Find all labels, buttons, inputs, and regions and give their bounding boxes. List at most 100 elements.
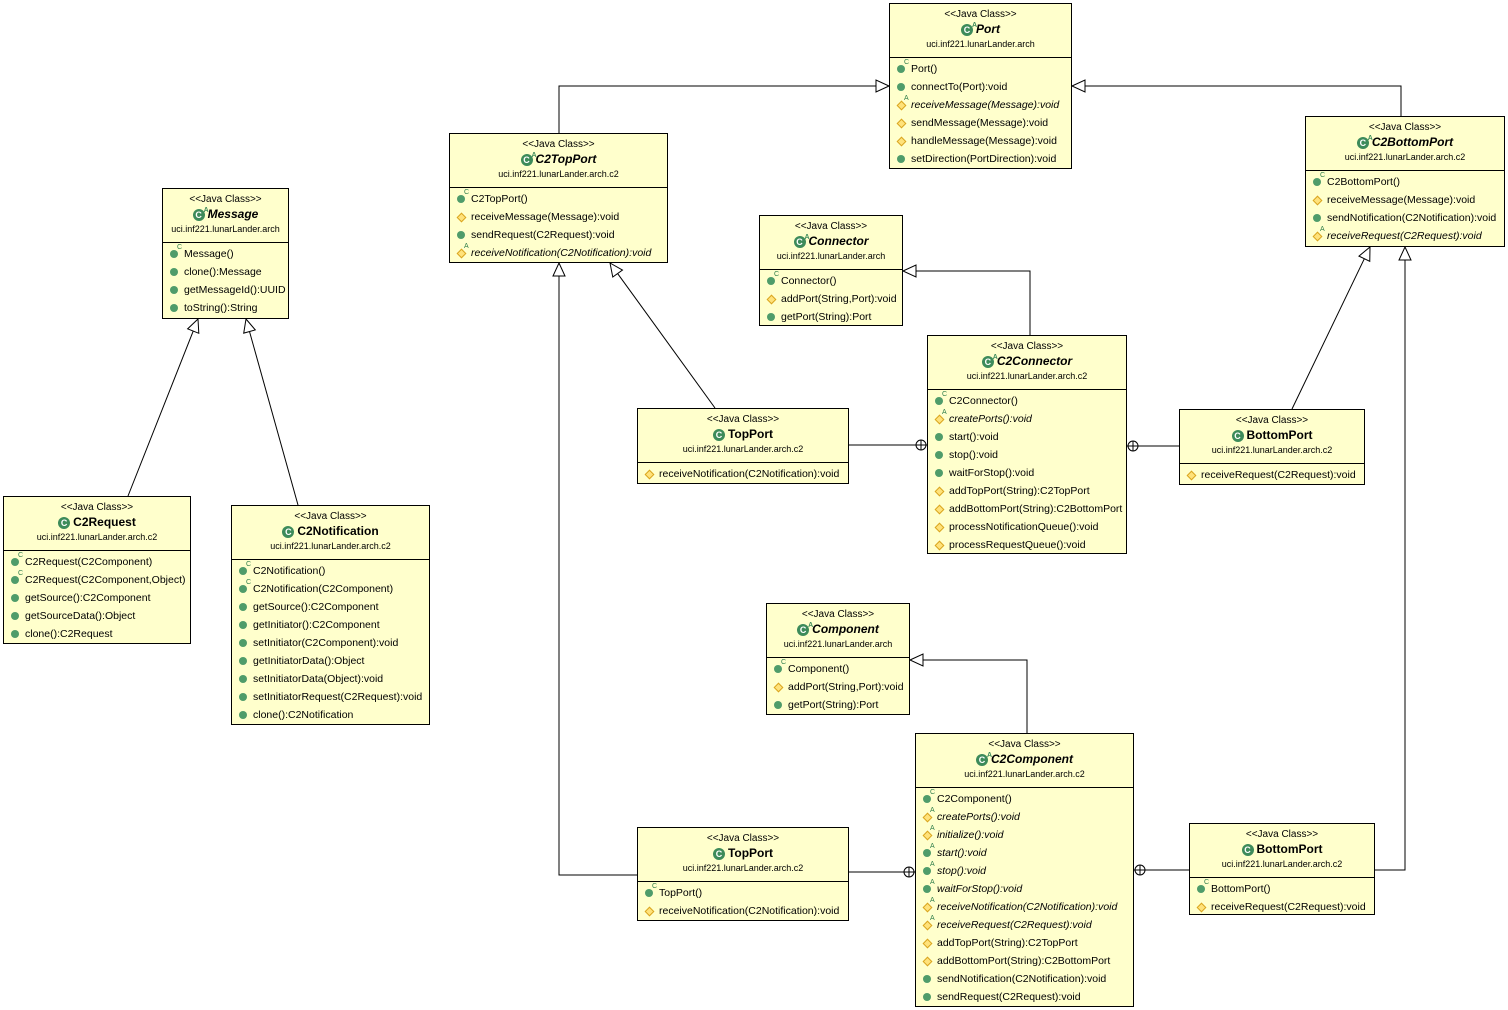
protected-method-icon: [1313, 196, 1321, 204]
generalization-arrowhead-icon: [901, 264, 917, 278]
method-item[interactable]: processNotificationQueue():void: [928, 518, 1126, 536]
public-method-icon: [239, 621, 247, 629]
method-item[interactable]: getMessageId():UUID: [163, 281, 288, 299]
method-item[interactable]: receiveNotification(C2Notification):void: [638, 902, 848, 920]
method-item[interactable]: addTopPort(String):C2TopPort: [916, 934, 1133, 952]
constructor-icon: C: [645, 883, 657, 897]
method-item[interactable]: receiveRequest(C2Request):void: [1190, 898, 1374, 916]
method-item[interactable]: addPort(String,Port):void: [767, 678, 909, 696]
protected-method-icon: [457, 213, 465, 221]
method-item[interactable]: getInitiatorData():Object: [232, 652, 429, 670]
method-item[interactable]: toString():String: [163, 299, 288, 317]
method-item[interactable]: addBottomPort(String):C2BottomPort: [928, 500, 1126, 518]
method-item[interactable]: clone():C2Request: [4, 625, 190, 643]
method-item[interactable]: addTopPort(String):C2TopPort: [928, 482, 1126, 500]
method-item[interactable]: getSourceData():Object: [4, 607, 190, 625]
method-item[interactable]: handleMessage(Message):void: [890, 132, 1071, 150]
method-item[interactable]: start():void: [928, 428, 1126, 446]
package-name: uci.inf221.lunarLander.arch.c2: [1344, 152, 1466, 162]
method-item[interactable]: getSource():C2Component: [4, 589, 190, 607]
method-item[interactable]: addPort(String,Port):void: [760, 290, 902, 308]
method-item[interactable]: setInitiatorData(Object):void: [232, 670, 429, 688]
method-item[interactable]: getSource():C2Component: [232, 598, 429, 616]
class-icon: C: [712, 428, 725, 441]
method-item[interactable]: sendRequest(C2Request):void: [916, 988, 1133, 1006]
generalization-arrowhead-icon: [908, 653, 924, 667]
generalization-arrowhead-icon: [552, 261, 566, 277]
stereotype-label: <<Java Class>>: [706, 833, 780, 844]
method-item[interactable]: clone():C2Notification: [232, 706, 429, 724]
protected-method-icon: A: [457, 243, 469, 257]
method-item[interactable]: sendMessage(Message):void: [890, 114, 1071, 132]
method-item[interactable]: sendNotification(C2Notification):void: [1306, 209, 1504, 227]
constructor-icon: C: [11, 552, 23, 566]
method-item[interactable]: setInitiator(C2Component):void: [232, 634, 429, 652]
method-item[interactable]: waitForStop():void: [928, 464, 1126, 482]
method-item[interactable]: setDirection(PortDirection):void: [890, 150, 1071, 168]
method-item[interactable]: stop():void: [928, 446, 1126, 464]
method-item[interactable]: getPort(String):Port: [760, 308, 902, 326]
method-item[interactable]: connectTo(Port):void: [890, 78, 1071, 96]
method-item[interactable]: getPort(String):Port: [767, 696, 909, 714]
stereotype-label: <<Java Class>>: [60, 502, 134, 513]
method-item[interactable]: receiveRequest(C2Request):void: [1180, 466, 1364, 484]
method-item[interactable]: receiveNotification(C2Notification):void: [638, 465, 848, 483]
method-item[interactable]: setInitiatorRequest(C2Request):void: [232, 688, 429, 706]
method-item[interactable]: receiveMessage(Message):void: [450, 208, 667, 226]
method-item[interactable]: processRequestQueue():void: [928, 536, 1126, 554]
member-text: setInitiator(C2Component):void: [253, 637, 399, 649]
method-item[interactable]: getInitiator():C2Component: [232, 616, 429, 634]
method-item[interactable]: sendRequest(C2Request):void: [450, 226, 667, 244]
method-item[interactable]: clone():Message: [163, 263, 288, 281]
method-item[interactable]: sendNotification(C2Notification):void: [916, 970, 1133, 988]
method-item[interactable]: receiveMessage(Message):void: [1306, 191, 1504, 209]
public-method-icon: [897, 155, 905, 163]
method-item[interactable]: addBottomPort(String):C2BottomPort: [916, 952, 1133, 970]
